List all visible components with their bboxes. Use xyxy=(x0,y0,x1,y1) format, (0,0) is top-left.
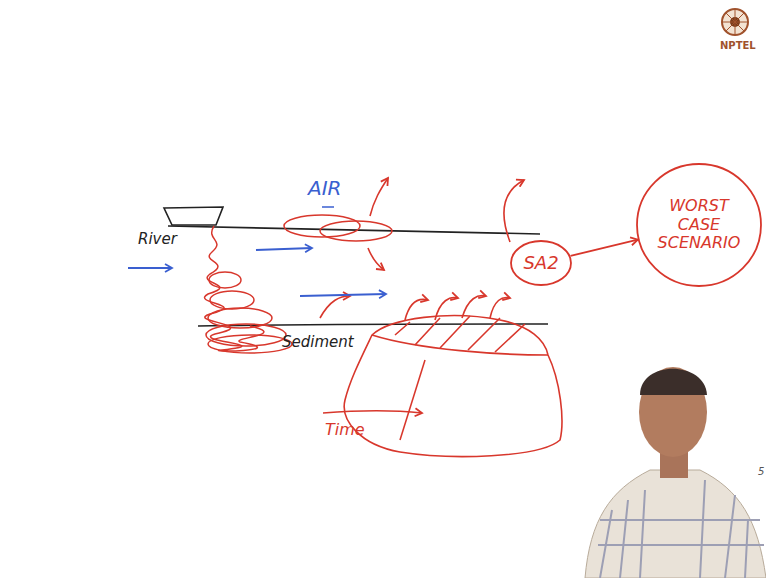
flow-arrow xyxy=(256,248,386,296)
flow-arrow xyxy=(128,267,172,269)
medium-label: River xyxy=(138,230,177,248)
axis-label: Time xyxy=(325,420,365,439)
slide-number: 5 xyxy=(758,466,764,477)
node-text: SA2 xyxy=(513,253,569,274)
medium-label: AIR xyxy=(308,176,341,200)
medium-label: Sediment xyxy=(282,333,354,351)
logo-text: NPTEL xyxy=(720,40,756,51)
interface-oval xyxy=(284,215,392,241)
plume xyxy=(205,226,292,353)
air-underline xyxy=(322,206,334,208)
source-oval: SA2 xyxy=(510,240,572,286)
boat xyxy=(164,207,223,225)
presenter xyxy=(585,367,766,578)
node-text: WORST CASE SCENARIO xyxy=(653,197,745,252)
logo xyxy=(722,9,748,35)
outcome-circle: WORST CASE SCENARIO xyxy=(636,163,762,287)
sediment-blob xyxy=(344,316,562,457)
river-bank xyxy=(168,226,540,234)
connector-arrow xyxy=(570,240,637,256)
